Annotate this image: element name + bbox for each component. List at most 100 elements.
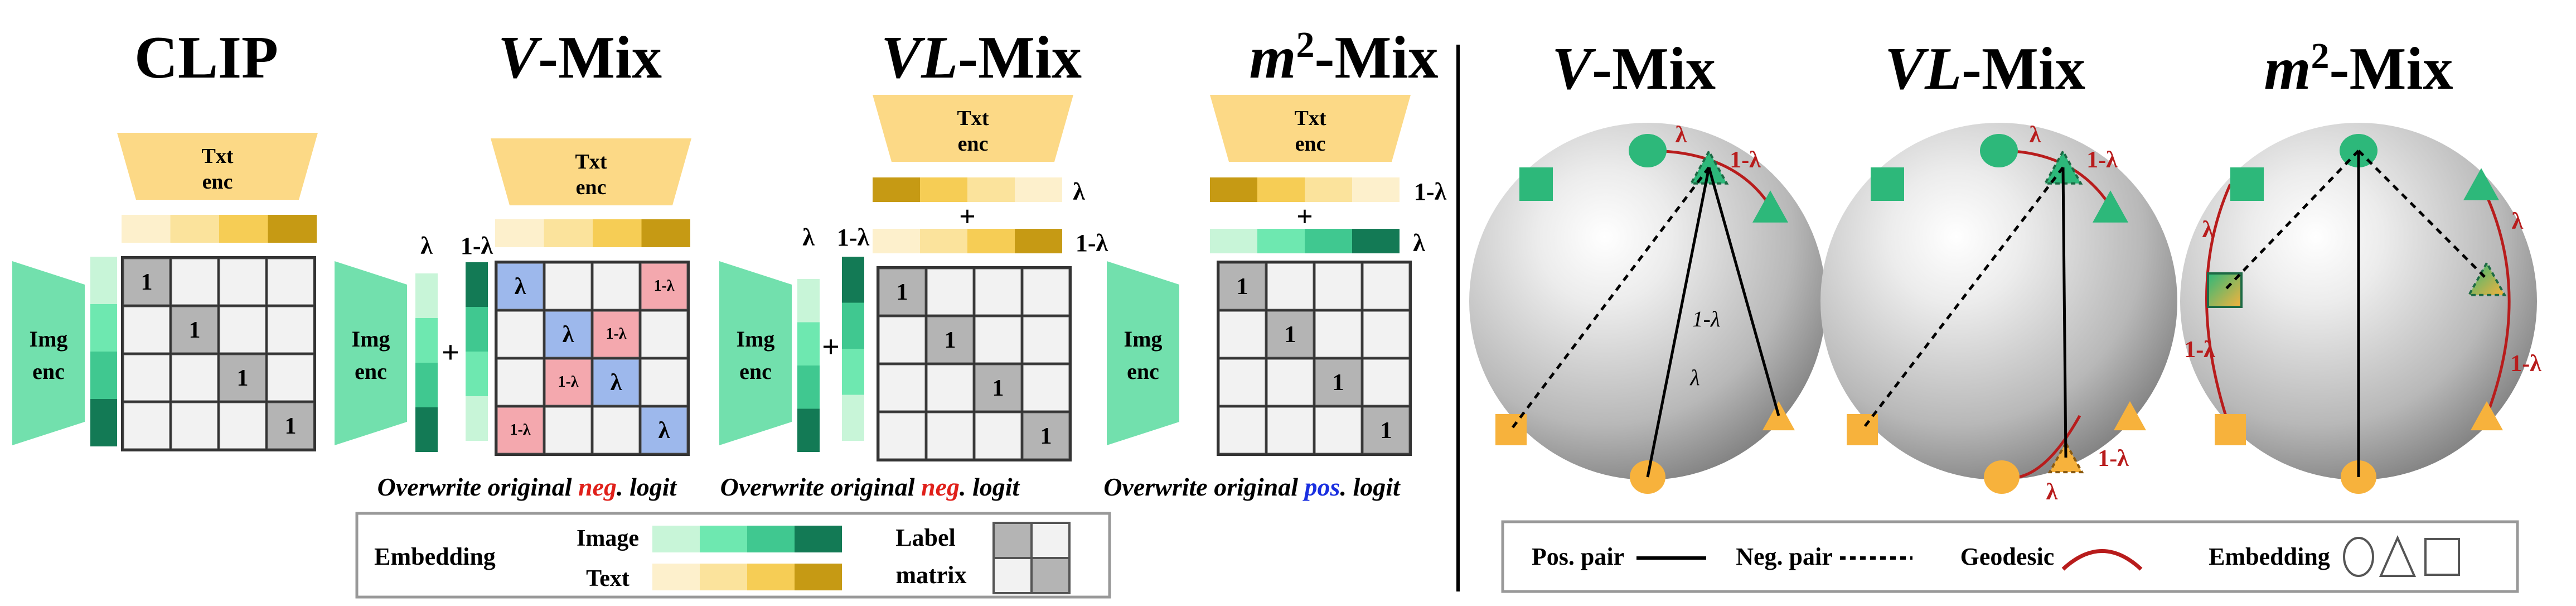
- sphere-vmix-triangle-green: [1752, 190, 1788, 223]
- vlmix-text-embedding-b-seg-2: [967, 229, 1015, 253]
- vlmix-txt-encoder-label-2: enc: [958, 132, 989, 156]
- clip-image-embedding-seg-1: [90, 304, 117, 352]
- vmix-img-encoder-label-2: enc: [355, 359, 387, 384]
- m2mix-caption-keyword: pos: [1302, 473, 1340, 501]
- m2mix-matrix-cell-label-2-2: 1: [1333, 370, 1344, 396]
- left-legend-embedding: Embedding: [374, 543, 496, 570]
- vlmix-image-embedding-b-seg-3: [842, 395, 864, 441]
- vmix-caption-prefix: Overwrite original: [377, 473, 578, 501]
- sphere-vmix-arc-one-minus-lambda: 1-λ: [1730, 147, 1761, 173]
- title-sphere-m2mix: m2-Mix: [2264, 36, 2453, 102]
- vlmix-caption-prefix: Overwrite original: [720, 473, 921, 501]
- left-legend-matrix-cell-00: [995, 524, 1030, 557]
- m2mix-matrix-cell-1-0: [1219, 311, 1266, 358]
- left-legend-label-2: matrix: [895, 561, 966, 589]
- clip-image-embedding-seg-0: [90, 257, 117, 304]
- m2mix-text-embedding-a-seg-3: [1352, 177, 1400, 202]
- vlmix-text-lambda: λ: [1073, 178, 1085, 205]
- sphere-vlmix-circle-green: [1980, 134, 2018, 167]
- m2mix-text-embedding-a-seg-0: [1210, 177, 1257, 202]
- vlmix-text-embedding-a-seg-2: [967, 177, 1015, 202]
- vlmix-matrix-cell-2-2: [975, 364, 1021, 411]
- clip-matrix-cell-label-0-0: 1: [141, 270, 153, 295]
- sphere-m2mix-square-green: [2230, 167, 2264, 201]
- vmix-matrix-cell-0-1: [545, 263, 592, 310]
- sphere-m2mix-geodesic-left: [2205, 183, 2232, 430]
- vlmix-one-minus-lambda-label: 1-λ: [837, 224, 870, 251]
- sphere-m2mix-triangle-green: [2463, 168, 2499, 200]
- m2mix-text-one-minus-lambda: 1-λ: [1414, 178, 1447, 205]
- sphere-m2mix-arc-one-minus-lambda-right: 1-λ: [2510, 351, 2541, 377]
- clip-image-embedding-seg-2: [90, 352, 117, 399]
- vlmix-matrix-cell-0-0: [879, 268, 926, 315]
- vmix-one-minus-lambda-label: 1-λ: [461, 232, 493, 259]
- title-sphere-vlmix: VL-Mix: [1885, 36, 2085, 102]
- title-vlmix: VL-Mix: [881, 25, 1082, 91]
- vlmix-matrix-cell-1-1: [927, 316, 974, 363]
- sphere-vlmix-triangle-green: [2093, 190, 2128, 223]
- vlmix-img-encoder-label-2: enc: [739, 359, 772, 384]
- vlmix-image-embedding-a-seg-0: [797, 279, 820, 323]
- m2mix-matrix-cell-1-2: [1315, 311, 1362, 358]
- sphere-m2mix-arc-lambda-left: λ: [2202, 217, 2214, 243]
- vmix-matrix-cell-label-3-3: λ: [658, 418, 670, 444]
- title-sphere-vmix: V-Mix: [1552, 36, 1716, 102]
- vlmix-matrix-cell-2-3: [1023, 364, 1069, 411]
- vmix-matrix-cell-label-1-2: 1-λ: [606, 325, 626, 343]
- m2mix-matrix-cell-0-1: [1267, 263, 1314, 310]
- m2mix-txt-encoder-label-2: enc: [1295, 132, 1326, 156]
- m2mix-text-plus: +: [1296, 201, 1313, 233]
- m2mix-matrix-cell-0-3: [1363, 263, 1410, 310]
- sphere-vlmix-neg-line: [1861, 166, 2064, 431]
- vmix-img-encoder: [335, 261, 407, 445]
- m2mix-image-embedding-mixed-seg-3: [1352, 229, 1400, 253]
- sphere-vlmix-arc-one-minus-lambda: 1-λ: [2086, 147, 2118, 173]
- sphere-vmix-neg-line: [1510, 166, 1710, 431]
- title-m2mix: m2-Mix: [1249, 25, 1439, 91]
- left-legend-label-1: Label: [895, 524, 956, 551]
- vlmix-matrix-cell-0-3: [1023, 268, 1069, 315]
- m2mix-text-lambda: λ: [1413, 229, 1425, 257]
- clip-matrix-cell-label-1-1: 1: [189, 318, 201, 343]
- vlmix-matrix-cell-1-2: [975, 316, 1021, 363]
- clip-txt-encoder: [117, 133, 318, 200]
- m2mix-matrix-cell-3-2: [1315, 407, 1362, 454]
- vmix-matrix-cell-0-0: [497, 263, 544, 310]
- vlmix-text-embedding-b-seg-0: [873, 229, 920, 253]
- clip-txt-encoder-label-1: Txt: [202, 145, 234, 168]
- left-legend-image-bar-seg-2: [747, 526, 795, 552]
- sphere-m2mix-arc-lambda-right: λ: [2512, 209, 2524, 234]
- clip-text-embedding-seg-0: [122, 215, 171, 243]
- clip-img-encoder: [12, 261, 85, 445]
- clip-matrix-cell-label-3-3: 1: [285, 413, 297, 439]
- sphere-m2mix-triangle-mixed: [2467, 261, 2507, 296]
- vlmix-caption-keyword: neg: [921, 473, 960, 501]
- clip-matrix-cell-3-3: [267, 402, 314, 449]
- vlmix-text-embedding-a-seg-1: [920, 177, 967, 202]
- m2mix-matrix-cell-1-3: [1363, 311, 1410, 358]
- vlmix-img-encoder-label-1: Img: [737, 326, 775, 352]
- vmix-text-embedding-seg-2: [593, 219, 642, 247]
- vmix-image-embedding-a-seg-1: [415, 318, 438, 363]
- m2mix-image-embedding-mixed-seg-0: [1210, 229, 1257, 253]
- left-legend-text-bar-seg-1: [700, 564, 747, 590]
- vmix-img-encoder-label-1: Img: [352, 326, 390, 352]
- vmix-txt-encoder-label-2: enc: [576, 176, 607, 199]
- clip-matrix-cell-2-2: [219, 354, 266, 401]
- vmix-txt-encoder-label-1: Txt: [575, 150, 607, 174]
- m2mix-matrix-cell-2-0: [1219, 359, 1266, 406]
- vmix-image-embedding-a-seg-2: [415, 363, 438, 407]
- vlmix-matrix-cell-label-2-2: 1: [992, 376, 1004, 401]
- left-legend-image-bar-seg-3: [795, 526, 842, 552]
- clip-matrix-cell-3-0: [123, 402, 170, 449]
- vmix-matrix-cell-3-2: [593, 407, 640, 454]
- left-legend-image-bar-seg-1: [700, 526, 747, 552]
- sphere-vlmix-arc-one-minus-lambda-bottom: 1-λ: [2098, 446, 2129, 472]
- sphere-vlmix-square-orange: [1847, 414, 1878, 445]
- sphere-vlmix-arc-lambda: λ: [2030, 122, 2041, 148]
- clip-matrix-cell-0-3: [267, 258, 314, 305]
- clip-text-embedding-seg-2: [219, 215, 268, 243]
- right-legend-box: [1501, 520, 2519, 593]
- vmix-image-embedding-b-seg-0: [466, 262, 488, 307]
- left-legend-matrix-cell-11: [1033, 559, 1068, 592]
